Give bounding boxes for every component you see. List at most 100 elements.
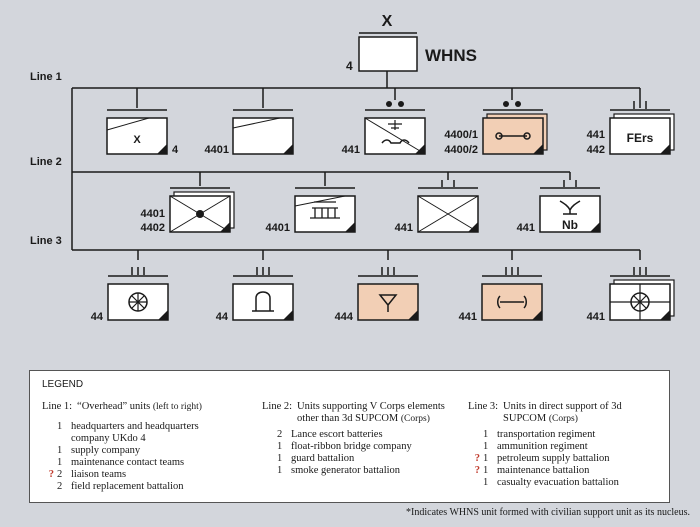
legend-line3-header2: SUPCOM bbox=[503, 413, 547, 424]
line1-label: Line 1 bbox=[30, 71, 62, 83]
unit-box bbox=[609, 117, 671, 155]
unit-number: 441 bbox=[587, 311, 605, 323]
legend-item-count: 1 bbox=[57, 421, 63, 432]
unit-hq: X 4 bbox=[106, 109, 179, 156]
wrench-icon bbox=[381, 139, 410, 144]
legend: LEGEND Line 1: “Overhead” units (left to… bbox=[29, 370, 670, 503]
unit-ammunition: 44 bbox=[216, 267, 294, 323]
unit-box bbox=[232, 283, 294, 321]
unit-maintenance-battalion: 441 bbox=[459, 267, 543, 323]
unit-field-replacement: FErs 441 442 bbox=[587, 101, 675, 156]
ammunition-icon bbox=[252, 291, 274, 312]
top-unit-size-marker: X bbox=[382, 13, 393, 30]
diagonal bbox=[232, 117, 281, 129]
legend-item-count bbox=[54, 433, 71, 445]
unit-number: 441 bbox=[517, 222, 535, 234]
legend-item-count: 2 bbox=[277, 429, 283, 440]
legend-item-text: headquarters and headquarters bbox=[71, 421, 199, 432]
legend-item-flag bbox=[262, 465, 274, 477]
legend-item-flag bbox=[262, 441, 274, 453]
legend-line1-note: (left to right) bbox=[152, 402, 202, 412]
legend-item-count: 1 bbox=[277, 441, 283, 452]
unit-transportation: 44 bbox=[91, 267, 169, 323]
unit-casualty-evacuation: 441 bbox=[587, 267, 675, 323]
top-unit-number: 4 bbox=[346, 59, 353, 73]
legend-item-count: 1 bbox=[277, 453, 283, 464]
legend-item-flag bbox=[262, 453, 274, 465]
unit-label: FErs bbox=[627, 131, 654, 145]
unit-lance: 4401 4402 bbox=[141, 187, 235, 234]
legend-item-count: 1 bbox=[483, 453, 489, 464]
legend-line2-header1: Units supporting V Corps elements bbox=[297, 401, 445, 412]
unit-number: 441 bbox=[395, 222, 413, 234]
legend-item-text: supply company bbox=[71, 445, 141, 456]
unit-number-1: 441 bbox=[587, 129, 605, 141]
unit-smoke: Nb 441 bbox=[517, 180, 601, 234]
unit-number: 441 bbox=[342, 144, 360, 156]
top-unit-box bbox=[358, 36, 418, 72]
legend-item-count: 2 bbox=[57, 481, 63, 492]
legend-item-text: petroleum supply battalion bbox=[497, 453, 610, 464]
legend-item-count: 1 bbox=[57, 457, 63, 468]
unit-number-2: 4402 bbox=[141, 222, 165, 234]
unit-number: 441 bbox=[459, 311, 477, 323]
unit-guard: 441 bbox=[395, 180, 479, 234]
legend-item-text: liaison teams bbox=[71, 469, 127, 480]
legend-line1: Line 1: “Overhead” units (left to right)… bbox=[42, 401, 252, 493]
unit-number-1: 4401 bbox=[141, 208, 165, 220]
legend-item-text: maintenance contact teams bbox=[71, 457, 185, 468]
legend-item-count: 1 bbox=[483, 477, 489, 488]
legend-item-flag bbox=[42, 421, 54, 433]
legend-item-text: company UKdo 4 bbox=[71, 433, 146, 444]
unit-petroleum: 444 bbox=[335, 267, 419, 323]
legend-line2: Line 2: Units supporting V Corps element… bbox=[262, 401, 472, 477]
unit-number: 44 bbox=[91, 311, 104, 323]
unit-bridge: 4401 bbox=[266, 187, 356, 234]
unit-box bbox=[232, 117, 294, 155]
legend-item-count: 1 bbox=[57, 445, 63, 456]
legend-item-flag: ? bbox=[474, 453, 480, 464]
line3-label: Line 3 bbox=[30, 235, 62, 247]
legend-line2-note: (Corps) bbox=[400, 414, 430, 424]
unit-number-1: 4400/1 bbox=[444, 129, 478, 141]
legend-line2-header2: other than 3d SUPCOM bbox=[297, 413, 399, 424]
legend-item-flag bbox=[42, 433, 54, 445]
diagonal bbox=[364, 117, 426, 155]
legend-item-flag bbox=[42, 481, 54, 493]
wrench-icon bbox=[497, 295, 527, 309]
legend-item-count: 2 bbox=[57, 469, 63, 480]
legend-item-text: maintenance battalion bbox=[497, 465, 590, 476]
unit-box bbox=[357, 283, 419, 321]
unit-number: 4401 bbox=[266, 222, 290, 234]
petroleum-icon bbox=[378, 294, 398, 312]
legend-item-flag bbox=[262, 429, 274, 441]
bridge-icon bbox=[310, 201, 340, 219]
liaison-icon bbox=[495, 132, 503, 140]
legend-title: LEGEND bbox=[42, 379, 84, 390]
legend-line3-note: (Corps) bbox=[548, 414, 578, 424]
legend-item-count: 1 bbox=[483, 441, 489, 452]
size-dot bbox=[398, 101, 404, 107]
legend-line1-header: “Overhead” units bbox=[77, 401, 151, 412]
unit-number: 4401 bbox=[205, 144, 229, 156]
legend-item-flag bbox=[468, 477, 480, 489]
corner-mark bbox=[283, 144, 293, 154]
legend-item-flag: ? bbox=[474, 465, 480, 476]
corner-mark bbox=[157, 144, 167, 154]
legend-item-count: 1 bbox=[483, 429, 489, 440]
unit-number-2: 442 bbox=[587, 144, 605, 156]
legend-item: 1 headquarters and headquarters bbox=[42, 421, 252, 433]
unit-supply: 4401 bbox=[205, 109, 294, 156]
